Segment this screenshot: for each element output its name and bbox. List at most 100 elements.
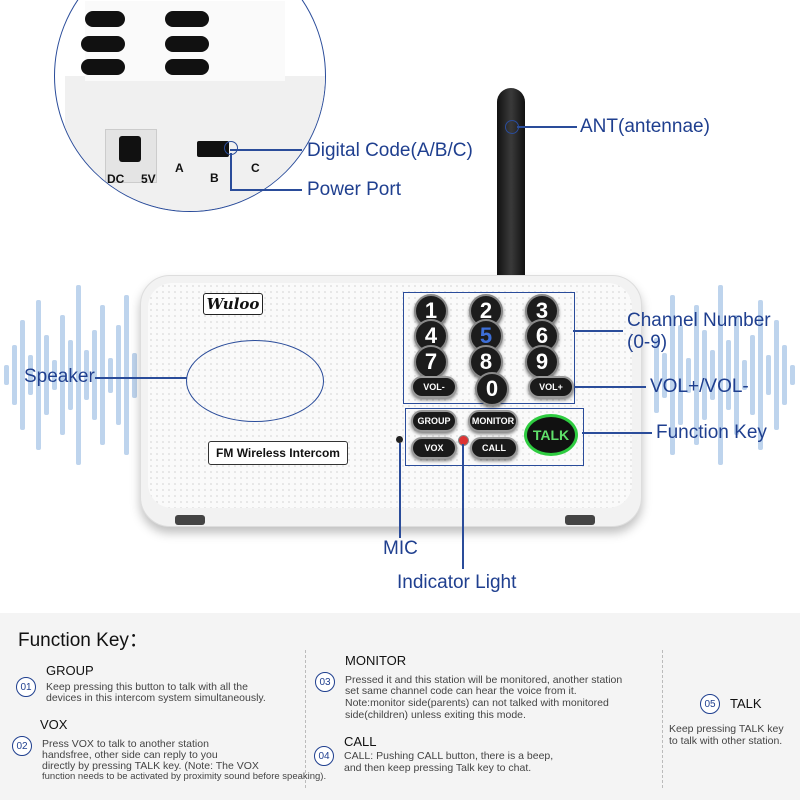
digital-code-line (230, 149, 302, 151)
channel-line (573, 330, 623, 332)
item-desc: Press VOX to talk to another station (42, 738, 209, 750)
sound-wave-bar (100, 305, 105, 445)
sound-wave-bar (718, 285, 723, 465)
item-desc: Note:monitor side(parents) can not talke… (345, 697, 609, 709)
back-panel-inset: DC 5V A B C (54, 0, 326, 212)
sound-wave-bar (686, 357, 691, 393)
vol-up-button[interactable]: VOL+ (528, 376, 574, 398)
indicator-line (462, 444, 464, 569)
switch-label-a: A (175, 161, 184, 175)
item-name: TALK (730, 696, 762, 711)
device-foot-right (565, 515, 595, 525)
item-desc: directly by pressing TALK key. (Note: Th… (42, 760, 259, 772)
item-desc: Pressed it and this station will be moni… (345, 674, 623, 686)
item-name: CALL (344, 734, 377, 749)
vox-button[interactable]: VOX (411, 437, 457, 459)
separator-2 (662, 650, 663, 788)
sound-wave-bar (678, 325, 683, 425)
key-7[interactable]: 7 (414, 345, 448, 379)
item-number: 04 (314, 746, 334, 766)
brand-logo: Wuloo (203, 293, 263, 315)
call-button[interactable]: CALL (470, 437, 518, 459)
item-desc: side(children) unless exiting this mode. (345, 709, 526, 721)
switch-label-c: C (251, 161, 260, 175)
item-name: MONITOR (345, 653, 407, 668)
sound-wave-bar (12, 345, 17, 405)
item-desc: function needs to be activated by proxim… (42, 771, 327, 782)
sound-wave-bar (774, 320, 779, 430)
device-label: FM Wireless Intercom (208, 441, 348, 465)
sound-wave-bar (108, 357, 113, 393)
inset-key (165, 11, 209, 27)
digital-code-label: Digital Code(A/B/C) (307, 140, 473, 161)
power-port-line-v (230, 153, 232, 189)
item-desc: set same channel code can hear the voice… (345, 685, 577, 697)
item-desc: Keep pressing this button to talk with a… (46, 681, 248, 693)
function-key-line (582, 432, 652, 434)
sound-wave-bar (28, 355, 33, 395)
function-key-panel (0, 613, 800, 800)
mic-line (399, 443, 401, 538)
item-desc: handsfree, other side can reply to you (42, 749, 218, 761)
sound-wave-bar (20, 320, 25, 430)
item-number: 01 (16, 677, 36, 697)
voltage-label: 5V (141, 172, 156, 186)
sound-wave-bar (662, 352, 667, 398)
channel-number-label: Channel Number (627, 310, 771, 331)
device-foot-left (175, 515, 205, 525)
item-desc: devices in this intercom system simultan… (46, 692, 266, 704)
item-desc: to talk with other station. (669, 735, 783, 747)
monitor-button[interactable]: MONITOR (468, 410, 518, 432)
item-desc: CALL: Pushing CALL button, there is a be… (344, 750, 554, 762)
code-switch[interactable] (197, 141, 229, 157)
inset-key (165, 59, 209, 75)
dc-label: DC (107, 172, 125, 186)
sound-wave-bar (4, 365, 9, 385)
mic-label: MIC (383, 538, 418, 559)
item-name: GROUP (46, 663, 94, 678)
sound-wave-bar (790, 365, 795, 385)
sound-wave-bar (694, 305, 699, 445)
sound-wave-bar (116, 325, 121, 425)
sound-wave-bar (742, 360, 747, 390)
ant-line (517, 126, 577, 128)
talk-button[interactable]: TALK (524, 414, 578, 456)
sound-wave-bar (84, 350, 89, 400)
sound-wave-bar (68, 340, 73, 410)
sound-wave-bar (36, 300, 41, 450)
sound-wave-bar (132, 352, 137, 398)
antenna (497, 88, 525, 288)
function-key-label: Function Key (656, 422, 767, 443)
sound-wave-bar (702, 330, 707, 420)
vol-label: VOL+/VOL- (650, 376, 749, 397)
item-name: VOX (40, 717, 68, 732)
channel-range-label: (0-9) (627, 332, 668, 353)
item-number: 02 (12, 736, 32, 756)
item-number: 05 (700, 694, 720, 714)
separator-1 (305, 650, 306, 788)
sound-wave-bar (726, 340, 731, 410)
sound-wave-bar (654, 337, 659, 413)
mic-hole (396, 436, 403, 443)
power-port[interactable] (119, 136, 141, 162)
item-desc: and then keep pressing Talk key to chat. (344, 762, 532, 774)
sound-wave-bar (60, 315, 65, 435)
power-port-line-h (230, 189, 302, 191)
group-button[interactable]: GROUP (411, 410, 457, 432)
inset-device-body (65, 76, 325, 211)
speaker-grill (186, 340, 324, 422)
sound-wave-bar (782, 345, 787, 405)
sound-wave-bar (124, 295, 129, 455)
item-number: 03 (315, 672, 335, 692)
inset-key (81, 36, 125, 52)
key-9[interactable]: 9 (525, 345, 559, 379)
item-desc: Keep pressing TALK key (669, 723, 784, 735)
sound-wave-bar (52, 360, 57, 390)
sound-wave-bar (758, 300, 763, 450)
sound-wave-bar (766, 355, 771, 395)
indicator-light (458, 435, 469, 446)
vol-down-button[interactable]: VOL- (411, 376, 457, 398)
key-0[interactable]: 0 (475, 372, 509, 406)
power-port-label: Power Port (307, 179, 401, 200)
inset-key (165, 36, 209, 52)
